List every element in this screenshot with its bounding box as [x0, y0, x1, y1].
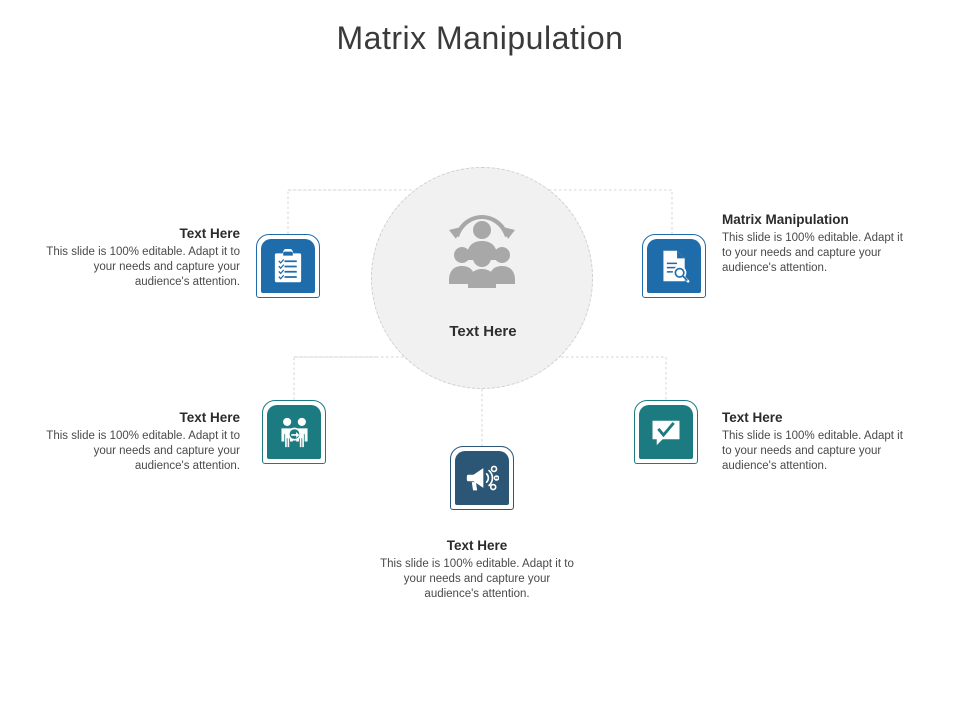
two-people-exchange-icon — [280, 417, 308, 447]
node-body: This slide is 100% editable. Adapt it to… — [46, 430, 240, 472]
node-body: This slide is 100% editable. Adapt it to… — [722, 232, 903, 274]
node-body: This slide is 100% editable. Adapt it to… — [46, 246, 240, 288]
tile-outline — [262, 400, 326, 464]
node-heading: Text Here — [722, 410, 783, 425]
node-text-bottom-right: Text Here This slide is 100% editable. A… — [722, 410, 910, 474]
node-body: This slide is 100% editable. Adapt it to… — [722, 430, 903, 472]
node-heading: Text Here — [179, 226, 240, 241]
tile-fill — [267, 405, 321, 459]
icon-tile-bottom-left[interactable] — [262, 400, 326, 464]
icon-tile-top-left[interactable] — [256, 234, 320, 298]
team-people-icon — [449, 215, 515, 288]
hub-label: Text Here — [449, 323, 517, 340]
icon-tile-bottom-right[interactable] — [634, 400, 698, 464]
tile-outline — [256, 234, 320, 298]
tile-fill — [261, 239, 315, 293]
tile-fill — [639, 405, 693, 459]
tile-outline — [450, 446, 514, 510]
icon-tile-top-right[interactable] — [642, 234, 706, 298]
page-title: Matrix Manipulation — [336, 20, 624, 56]
tile-outline — [634, 400, 698, 464]
checkmark-speech-bubble-icon — [652, 420, 680, 445]
clipboard-checklist-icon — [274, 248, 302, 282]
node-text-bottom-left: Text Here This slide is 100% editable. A… — [40, 410, 240, 474]
megaphone-broadcast-icon — [466, 465, 499, 491]
document-search-icon — [662, 250, 689, 283]
center-hub: Text Here — [371, 167, 593, 389]
node-heading: Text Here — [179, 410, 240, 425]
node-body: This slide is 100% editable. Adapt it to… — [380, 558, 574, 600]
node-text-bottom-center: Text Here This slide is 100% editable. A… — [378, 538, 576, 602]
tile-fill — [647, 239, 701, 293]
icon-tile-bottom-center[interactable] — [450, 446, 514, 510]
tile-outline — [642, 234, 706, 298]
node-heading: Matrix Manipulation — [722, 212, 849, 227]
node-text-top-left: Text Here This slide is 100% editable. A… — [40, 226, 240, 290]
node-heading: Text Here — [446, 538, 508, 553]
tile-fill — [455, 451, 509, 505]
node-text-top-right: Matrix Manipulation This slide is 100% e… — [722, 212, 910, 276]
